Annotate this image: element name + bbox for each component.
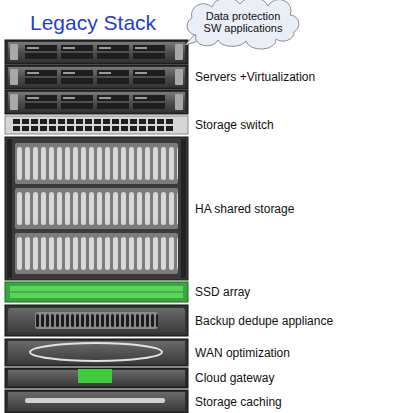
callout-cloud: Data protection SW applications [182, 1, 304, 43]
equipment-label: Storage caching [195, 395, 282, 409]
equipment-label: Servers +Virtualization [195, 70, 315, 84]
equipment-unit: WAN optimization [5, 339, 188, 366]
equipment-label: Storage switch [195, 118, 274, 132]
callout-text: Data protection SW applications [197, 10, 289, 34]
equipment-unit: Servers +Virtualization [5, 40, 188, 114]
diagram-title: Legacy Stack [30, 11, 156, 35]
equipment-unit: Backup dedupe appliance [5, 305, 188, 336]
equipment-unit: Cloud gateway [5, 368, 188, 388]
equipment-unit: Storage switch [5, 116, 188, 134]
equipment-unit: Storage caching [5, 390, 188, 413]
equipment-unit: HA shared storage [5, 137, 188, 280]
equipment-label: Cloud gateway [195, 371, 274, 385]
equipment-label: WAN optimization [195, 346, 290, 360]
cloud-text-box: Data protection SW applications [182, 1, 304, 43]
equipment-unit: SSD array [5, 282, 188, 302]
equipment-label: HA shared storage [195, 202, 294, 216]
equipment-label: SSD array [195, 285, 250, 299]
equipment-label: Backup dedupe appliance [195, 314, 333, 328]
cloud-shape [187, 0, 299, 49]
